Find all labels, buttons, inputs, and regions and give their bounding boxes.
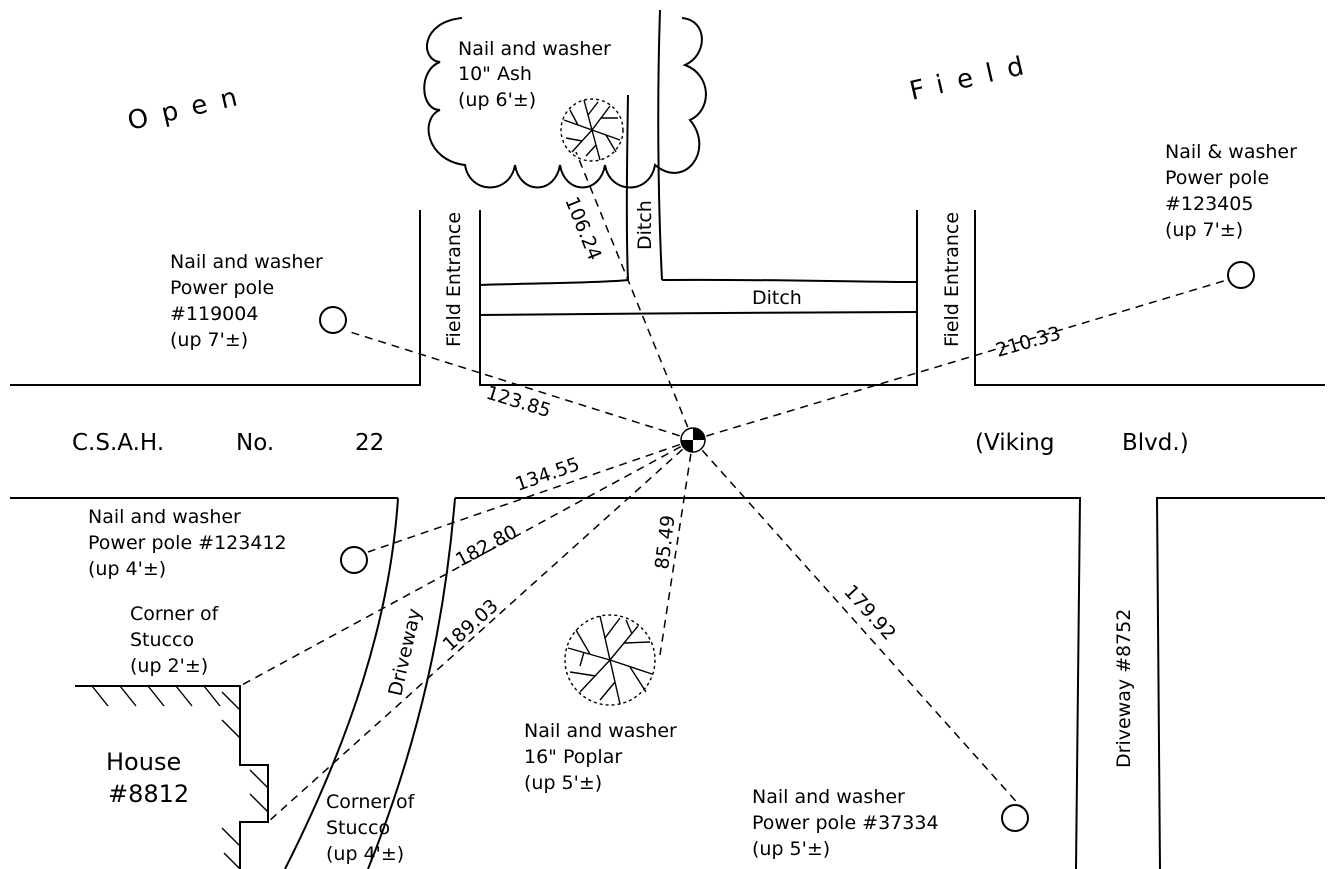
field-entrance-west-label: Field Entrance [443,212,465,347]
road-name-part-2: No. [236,430,274,456]
distance-label-pole-37334: 179.92 [839,581,900,645]
road-name-part-1: C.S.A.H. [72,430,164,456]
distance-labels: 106.24 123.85 210.33 134.55 182.80 189.0… [439,194,1064,656]
tie-line-stucco-lower [267,439,694,823]
ditch-horizontal-label: Ditch [752,287,802,309]
driveway-8752-label: Driveway #8752 [1113,609,1135,768]
svg-text:Stucco: Stucco [130,629,194,651]
svg-text:Power pole: Power pole [1165,167,1269,189]
ditch-horizontal-north-line [479,279,629,286]
tie-line-ash [575,151,694,441]
distance-label-stucco-lower: 189.03 [439,595,503,656]
house-8812-label: House #8812 [106,748,189,808]
pole-123412-reference-label: Nail and washer Power pole #123412 (up 4… [88,506,287,580]
poplar-tree-icon [564,614,656,706]
ditch-vertical-label: Ditch [634,200,656,250]
stucco-upper-reference-label: Corner of Stucco (up 2'±) [130,603,220,677]
road-edges [10,210,1325,869]
road-south-edge-middle [455,497,1082,869]
house-8812-outline [75,685,269,869]
poplar-reference-label: Nail and washer 16" Poplar (up 5'±) [524,720,677,794]
ash-canopy-outline [423,17,707,189]
svg-text:(up 4'±): (up 4'±) [88,558,166,580]
road-alt-name-part-1: (Viking [975,430,1054,456]
field-label: Field [907,48,1040,106]
ash-reference-label: Nail and washer 10" Ash (up 6'±) [458,38,611,111]
driveway-west-label: Driveway [384,606,425,698]
tie-line-pole-37334 [692,439,1023,809]
road-north-edge-east [974,210,1325,386]
canopy-cloud [423,17,707,189]
distance-label-pole-119004: 123.85 [484,382,554,422]
svg-text:Nail & washer: Nail & washer [1165,141,1297,163]
road-name-label: C.S.A.H. No. 22 (Viking Blvd.) [72,430,1189,456]
tie-line-pole-119004 [346,330,694,441]
svg-text:(up 4'±): (up 4'±) [326,843,404,865]
tie-line-pole-123405 [692,279,1228,441]
power-pole-37334-icon [1001,804,1029,832]
power-pole-123412-icon [340,546,368,574]
distance-label-pole-123412: 134.55 [512,453,582,495]
tie-line-pole-123412 [367,439,694,553]
svg-text:(up 5'±): (up 5'±) [524,772,602,794]
distance-label-stucco-upper: 182.80 [452,521,521,572]
svg-text:(up 6'±): (up 6'±) [458,89,536,111]
pole-123405-reference-label: Nail & washer Power pole #123405 (up 7'±… [1165,141,1297,241]
tie-line-stucco-upper [239,439,694,687]
svg-text:Power pole #37334: Power pole #37334 [752,812,939,834]
road-north-edge-west [10,210,421,386]
distance-label-pole-123405: 210.33 [993,322,1063,361]
svg-text:Corner of: Corner of [326,791,416,813]
driveway-west [284,497,456,869]
road-south-edge-east [1155,497,1325,869]
ditch-horizontal-south-line [479,311,918,316]
pole-119004-reference-label: Nail and washer Power pole #119004 (up 7… [170,251,323,351]
field-entrance-east-label: Field Entrance [941,212,963,347]
house-hatching [91,685,269,869]
svg-text:Nail and washer: Nail and washer [458,38,611,60]
house-label-line-2: #8812 [108,780,189,808]
open-label: Open [125,79,254,136]
distance-label-poplar: 85.49 [651,514,679,571]
svg-text:Nail and washer: Nail and washer [88,506,241,528]
svg-text:Nail and washer: Nail and washer [524,720,677,742]
svg-text:Stucco: Stucco [326,817,390,839]
power-poles [319,261,1255,832]
control-point-icon [680,427,706,453]
svg-text:(up 2'±): (up 2'±) [130,655,208,677]
stucco-lower-reference-label: Corner of Stucco (up 4'±) [326,791,416,865]
power-pole-123405-icon [1227,261,1255,289]
ditch-vertical-west-line [625,94,629,281]
ditches [479,9,918,316]
driveway-west-outer-line [284,497,399,869]
svg-text:(up 7'±): (up 7'±) [170,329,248,351]
ditch-horizontal-north-line-east [661,278,918,283]
house-label-line-1: House [106,748,181,776]
svg-text:(up 5'±): (up 5'±) [752,838,830,860]
power-pole-119004-icon [319,306,347,334]
svg-text:#123405: #123405 [1165,193,1253,215]
distance-label-ash: 106.24 [560,194,605,264]
house-wall [75,685,269,869]
road-name-part-3: 22 [355,430,384,456]
svg-text:(up 7'±): (up 7'±) [1165,219,1243,241]
svg-text:Nail and washer: Nail and washer [752,786,905,808]
distance-ties [239,151,1228,823]
pole-37334-reference-label: Nail and washer Power pole #37334 (up 5'… [752,786,939,860]
svg-text:Nail and washer: Nail and washer [170,251,323,273]
svg-text:Corner of: Corner of [130,603,220,625]
ash-tree-icon [560,98,624,162]
svg-text:Power pole: Power pole [170,277,274,299]
svg-text:16" Poplar: 16" Poplar [524,746,622,768]
road-north-edge-middle [479,210,918,386]
svg-text:10" Ash: 10" Ash [458,63,532,85]
svg-text:Power pole #123412: Power pole #123412 [88,532,287,554]
svg-text:#119004: #119004 [170,303,258,325]
ditch-vertical-east-line [657,9,663,281]
driveway-west-inner-line [367,497,456,869]
road-alt-name-part-2: Blvd.) [1122,430,1189,456]
